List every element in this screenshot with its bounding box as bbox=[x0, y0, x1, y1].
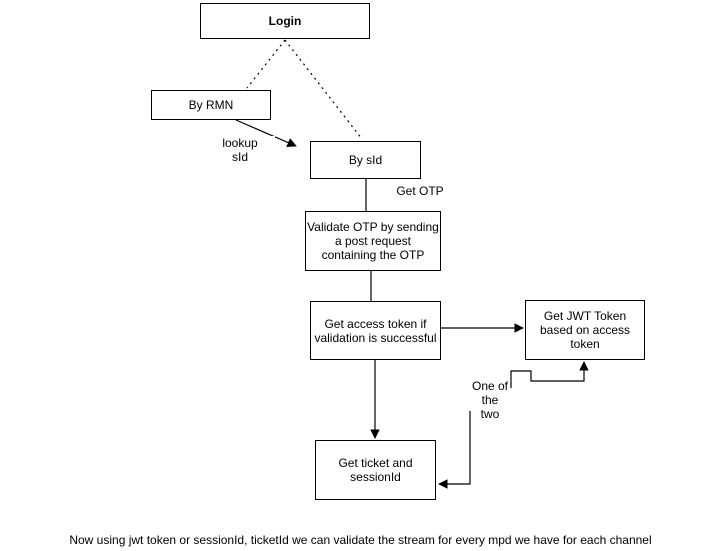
node-validate-otp-label: Validate OTP by sending a post request c… bbox=[307, 220, 439, 262]
edge-label-one-of-the-two: One of the two bbox=[471, 379, 509, 421]
node-ticket-session-label: Get ticket and sessionId bbox=[338, 456, 413, 484]
node-by-rmn: By RMN bbox=[151, 90, 271, 120]
edge-label-get-otp: Get OTP bbox=[394, 184, 446, 198]
node-login: Login bbox=[200, 3, 370, 39]
edge-label-lookup-sid: lookup sId bbox=[205, 136, 275, 164]
node-jwt-token: Get JWT Token based on access token bbox=[525, 300, 645, 360]
footer-note: Now using jwt token or sessionId, ticket… bbox=[69, 533, 652, 547]
node-ticket-session: Get ticket and sessionId bbox=[315, 440, 436, 500]
dotted-edge-login-to-byrmn bbox=[246, 39, 286, 89]
node-by-rmn-label: By RMN bbox=[188, 98, 234, 112]
node-login-label: Login bbox=[268, 14, 302, 28]
node-access-token-label: Get access token if validation is succes… bbox=[314, 316, 437, 345]
arrow-byrmn-to-bysid bbox=[235, 119, 297, 147]
arrow-oneof-to-ticket bbox=[438, 411, 471, 489]
arrow-oneof-to-jwt bbox=[510, 361, 589, 388]
node-access-token: Get access token if validation is succes… bbox=[310, 301, 441, 360]
dotted-edge-login-to-bysid bbox=[284, 39, 363, 140]
node-validate-otp: Validate OTP by sending a post request c… bbox=[305, 211, 441, 271]
node-jwt-token-label: Get JWT Token based on access token bbox=[539, 309, 631, 351]
node-by-sid: By sId bbox=[310, 141, 421, 179]
node-by-sid-label: By sId bbox=[348, 153, 383, 167]
